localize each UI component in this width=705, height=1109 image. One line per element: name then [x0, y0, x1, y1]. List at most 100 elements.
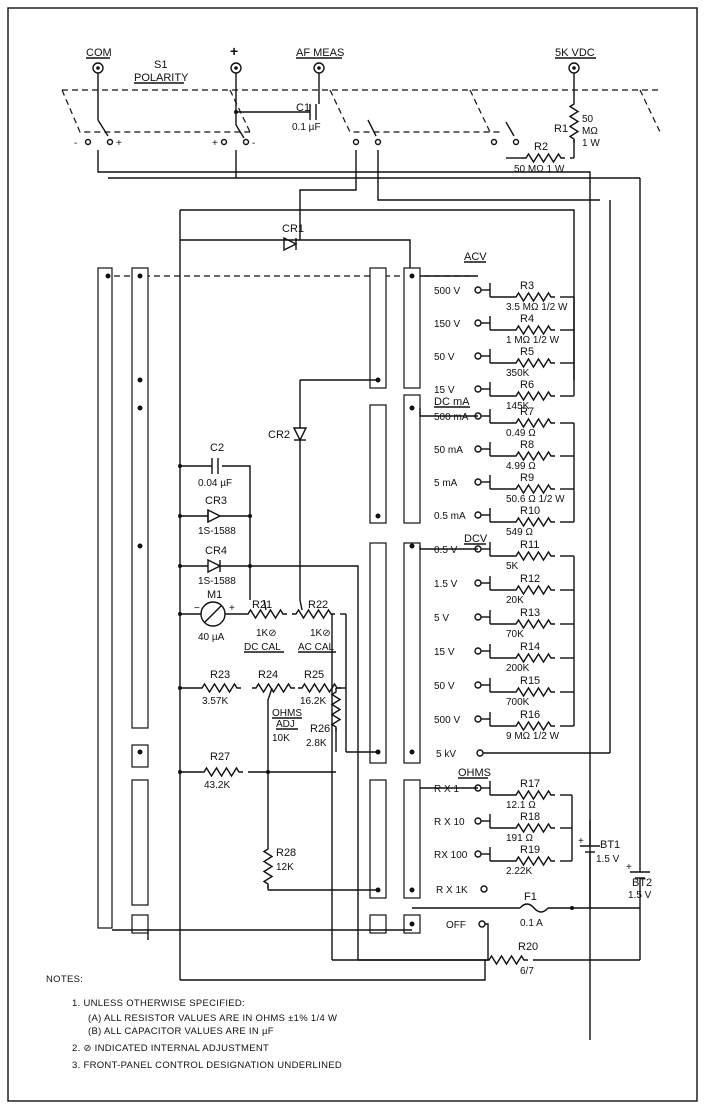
range-label: 500 V [434, 715, 460, 726]
svg-text:5 kV: 5 kV [436, 749, 456, 760]
s1-name: S1 [154, 59, 167, 71]
resistor-name: R17 [520, 778, 540, 790]
range-label: 15 V [434, 385, 455, 396]
resistor-name: R13 [520, 607, 540, 619]
resistor-r24: R24 OHMS ADJ 10K [251, 669, 302, 845]
range-label: 15 V [434, 647, 455, 658]
resistor-r2: R2 50 MΩ 1 W [506, 141, 574, 175]
svg-text:BT2: BT2 [632, 877, 652, 889]
svg-text:R25: R25 [304, 669, 324, 681]
range-label: 0.5 mA [434, 511, 466, 522]
svg-text:12K: 12K [276, 862, 294, 873]
svg-text:2.8K: 2.8K [306, 738, 327, 749]
resistor-name: R9 [520, 472, 534, 484]
svg-text:1S-1588: 1S-1588 [198, 576, 236, 587]
battery-bt2: + BT2 1.5 V [626, 178, 652, 960]
svg-text:+: + [116, 138, 122, 149]
resistor-name: R8 [520, 439, 534, 451]
svg-text:3.57K: 3.57K [202, 696, 228, 707]
resistor-value: 4.99 Ω [506, 461, 536, 472]
svg-text:3. FRONT-PANEL CONTROL DESIGN: 3. FRONT-PANEL CONTROL DESIGNATION UNDER… [72, 1060, 342, 1071]
svg-text:+: + [626, 862, 632, 873]
resistor-value: 191 Ω [506, 833, 533, 844]
svg-text:10K: 10K [272, 733, 290, 744]
resistor-value: 145K [506, 401, 530, 412]
diode-cr3: CR3 1S-1588 [178, 495, 252, 537]
range-5kv: 5 kV [436, 200, 611, 760]
meter-m1: M1 40 µA −+ [178, 589, 244, 643]
svg-text:CR4: CR4 [205, 545, 227, 557]
svg-text:1K⊘: 1K⊘ [256, 628, 277, 639]
svg-text:CR3: CR3 [205, 495, 227, 507]
svg-text:1S-1588: 1S-1588 [198, 526, 236, 537]
svg-text:R24: R24 [258, 669, 278, 681]
resistor-r22: R22 1K⊘ AC CAL [291, 599, 378, 753]
resistor-r25: R25 16.2K [297, 669, 346, 707]
range-label: 150 V [434, 319, 460, 330]
resistor-value: 0.49 Ω [506, 428, 536, 439]
resistor-value: 200K [506, 663, 530, 674]
svg-text:R22: R22 [308, 599, 328, 611]
svg-text:1.5 V: 1.5 V [596, 854, 620, 865]
range-label: R X 10 [434, 817, 465, 828]
svg-text:R26: R26 [310, 723, 330, 735]
svg-text:0.1 A: 0.1 A [520, 918, 543, 929]
diode-cr4: CR4 1S-1588 [178, 545, 359, 960]
resistor-value: 700K [506, 697, 530, 708]
svg-text:AC CAL: AC CAL [298, 642, 335, 653]
svg-text:(B) ALL CAPACITOR VALUES ARE I: (B) ALL CAPACITOR VALUES ARE IN µF [88, 1026, 274, 1037]
capacitor-c1: C1 0.1 µF [234, 98, 321, 133]
svg-text:R23: R23 [210, 669, 230, 681]
svg-text:-: - [252, 138, 255, 149]
switch-wafers [97, 267, 421, 934]
resistor-name: R4 [520, 313, 534, 325]
svg-text:R1: R1 [554, 123, 568, 135]
terminal-5kvdc: 5K VDC [555, 47, 596, 100]
svg-text:CR1: CR1 [282, 223, 304, 235]
resistor-r27: R27 43.2K [178, 751, 336, 791]
svg-text:R28: R28 [276, 847, 296, 859]
resistor-name: R11 [520, 539, 539, 551]
resistor-name: R6 [520, 379, 534, 391]
resistor-value: 70K [506, 629, 524, 640]
resistor-value: 2.22K [506, 866, 532, 877]
svg-text:43.2K: 43.2K [204, 780, 230, 791]
svg-text:2. ⊘ INDICATED INTERNAL ADJUS: 2. ⊘ INDICATED INTERNAL ADJUSTMENT [72, 1043, 269, 1054]
svg-text:+: + [229, 603, 235, 614]
terminal-af-meas: AF MEAS [296, 47, 344, 98]
resistor-r20: R20 6/7 [331, 614, 640, 977]
diode-cr1: CR1 [282, 223, 304, 252]
resistor-value: 9 MΩ 1/2 W [506, 731, 560, 742]
svg-text:+: + [230, 43, 238, 59]
resistor-name: R15 [520, 675, 540, 687]
resistor-r21: R21 1K⊘ DC CAL [243, 599, 288, 653]
range-label: 0.5 V [434, 545, 458, 556]
resistor-name: R3 [520, 280, 534, 292]
page-border [7, 7, 698, 1102]
svg-text:1 W: 1 W [582, 138, 600, 149]
svg-text:R X 1K: R X 1K [436, 885, 468, 896]
resistor-name: R12 [520, 573, 540, 585]
svg-text:(A) ALL RESISTOR VALUES ARE IN: (A) ALL RESISTOR VALUES ARE IN OHMS ±1% … [88, 1013, 337, 1024]
range-label: 5 mA [434, 478, 458, 489]
diode-cr2: CR2 [268, 379, 378, 600]
resistor-r23: R23 3.57K [178, 669, 242, 707]
svg-text:+: + [578, 836, 584, 847]
terminal-com: COM [86, 47, 112, 120]
svg-text:OHMS: OHMS [272, 708, 302, 719]
range-label: 50 V [434, 352, 455, 363]
range-row-dcv-4: 50 V R15 700K [434, 675, 574, 708]
dcv-heading: DCV [464, 533, 488, 545]
svg-text:AF MEAS: AF MEAS [296, 47, 344, 59]
resistor-name: R14 [520, 641, 540, 653]
range-label: 50 V [434, 681, 455, 692]
notes: NOTES: 1. UNLESS OTHERWISE SPECIFIED: (A… [46, 974, 342, 1071]
